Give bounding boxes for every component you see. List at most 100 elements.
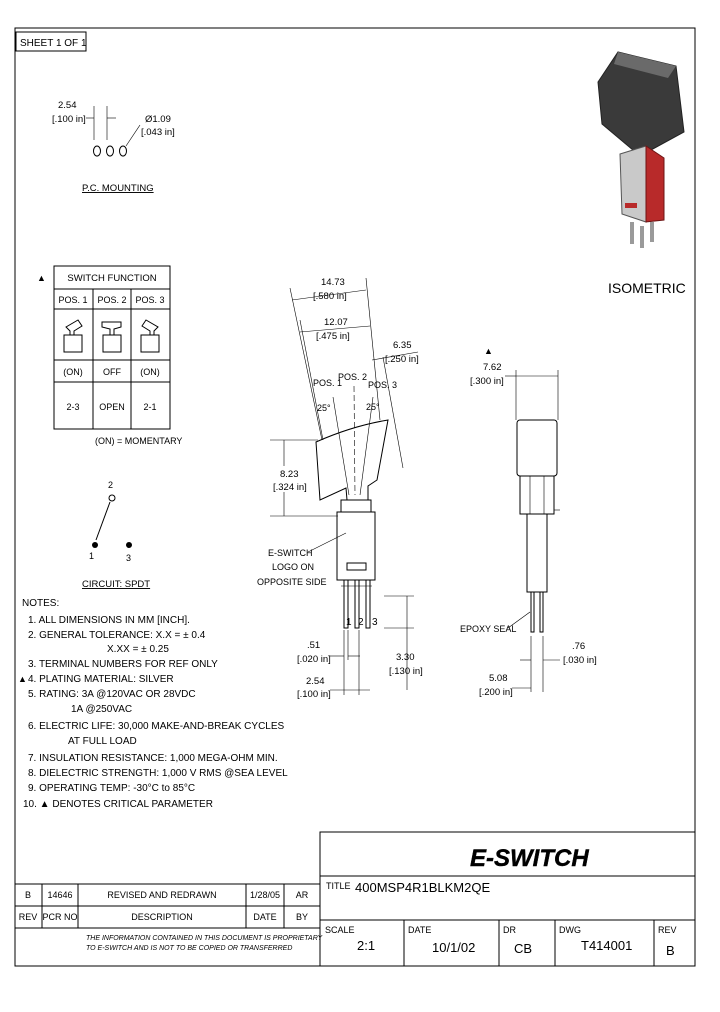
title-label: TITLE <box>326 881 351 891</box>
pc-pitch-in: [.100 in] <box>52 114 86 125</box>
pin <box>539 591 544 633</box>
front-view: 14.73 [.580 in] 12.07 [.475 in] 6.35 [.2… <box>257 277 423 700</box>
rev-cell: B <box>25 890 31 900</box>
pc-hole-dia-in: [.043 in] <box>141 127 175 138</box>
front-pin-3: 3 <box>372 617 378 628</box>
front-pin-2: 2 <box>358 617 364 628</box>
pc-hole <box>119 145 127 157</box>
note-line: 7. INSULATION RESISTANCE: 1,000 MEGA-OHM… <box>28 753 278 764</box>
state-cell: (ON) <box>140 367 160 377</box>
pin <box>354 579 360 629</box>
front-pin-width-in: [.020 in] <box>297 654 331 665</box>
by-cell: AR <box>296 890 309 900</box>
rocker-pos1-icon <box>63 319 83 353</box>
pc-hole-dia-mm: Ø1.09 <box>145 114 171 125</box>
note-line: 1A @250VAC <box>71 704 132 715</box>
rev-label: REV <box>658 925 677 935</box>
logo-note: LOGO ON <box>272 562 314 572</box>
critical-marker: ▲ <box>484 346 493 356</box>
front-inner-mm: 12.07 <box>324 317 348 328</box>
rocker-actuator <box>315 419 389 501</box>
pc-pitch-mm: 2.54 <box>58 100 77 111</box>
note-line: 9. OPERATING TEMP: -30°C to 85°C <box>28 783 195 794</box>
rocker-pos3-icon <box>140 319 160 353</box>
title-value: 400MSP4R1BLKM2QE <box>355 880 490 895</box>
sheet-border <box>14 27 696 967</box>
front-pitch-in: [.100 in] <box>297 689 331 700</box>
pc-mounting: 2.54 [.100 in] Ø1.09 [.043 in] P.C. MOUN… <box>52 100 175 194</box>
by-header: BY <box>296 912 308 922</box>
pos-3-label: POS. 3 <box>368 380 397 390</box>
proprietary-notice: THE INFORMATION CONTAINED IN THIS DOCUME… <box>86 935 324 942</box>
side-span-mm: 5.08 <box>489 673 508 684</box>
pos-header: POS. 1 <box>58 295 87 305</box>
pos-header: POS. 2 <box>97 295 126 305</box>
date-cell: 1/28/05 <box>250 890 280 900</box>
front-offset-mm: 6.35 <box>393 340 412 351</box>
front-leg-in: [.130 in] <box>389 666 423 677</box>
scale-label: SCALE <box>325 925 355 935</box>
side-width-in: [.300 in] <box>470 376 504 387</box>
proprietary-notice: TO E-SWITCH AND IS NOT TO BE COPIED OR T… <box>86 945 292 952</box>
note-line: 1. ALL DIMENSIONS IN MM [INCH]. <box>28 615 190 626</box>
front-width-mm: 14.73 <box>321 277 345 288</box>
rocker-pos2-icon <box>101 321 122 353</box>
side-width-mm: 7.62 <box>483 362 502 373</box>
front-height-mm: 8.23 <box>280 469 299 480</box>
pin <box>530 591 535 633</box>
front-pitch-mm: 2.54 <box>306 676 325 687</box>
dr-value: CB <box>514 941 532 956</box>
critical-marker: ▲ <box>37 273 46 283</box>
circuit-pin-1: 1 <box>89 551 94 561</box>
note-line: 5. RATING: 3A @120VAC OR 28VDC <box>28 689 196 700</box>
angle-right: 25° <box>366 402 380 412</box>
front-pin-1: 1 <box>346 617 352 628</box>
logo-note: E-SWITCH <box>268 548 313 558</box>
pc-mounting-label: P.C. MOUNTING <box>82 183 154 194</box>
side-span-in: [.200 in] <box>479 687 513 698</box>
circuit-pin-3: 3 <box>126 553 131 563</box>
title-block: E-SWITCH TITLE 400MSP4R1BLKM2QE SCALE 2:… <box>319 831 696 967</box>
note-line: 6. ELECTRIC LIFE: 30,000 MAKE-AND-BREAK … <box>28 721 285 732</box>
front-offset-in: [.250 in] <box>385 354 419 365</box>
side-actuator <box>516 419 558 477</box>
note-line: 4. PLATING MATERIAL: SILVER <box>28 674 174 685</box>
front-height-in: [.324 in] <box>273 482 307 493</box>
critical-marker: ▲ <box>18 674 27 684</box>
state-cell: (ON) <box>63 367 83 377</box>
date-value: 10/1/02 <box>432 940 475 955</box>
dr-label: DR <box>503 925 516 935</box>
front-leg-mm: 3.30 <box>396 652 415 663</box>
note-line: AT FULL LOAD <box>68 736 137 747</box>
company-logo: E-SWITCH <box>470 845 589 872</box>
note-line: X.XX = ± 0.25 <box>107 644 169 655</box>
pos-2-label: POS. 2 <box>338 372 367 382</box>
logo-note: OPPOSITE SIDE <box>257 577 327 587</box>
state-cell: OFF <box>103 367 121 377</box>
pcr-header: PCR NO <box>42 912 77 922</box>
isometric-label: ISOMETRIC <box>608 280 686 296</box>
note-line: 2. GENERAL TOLERANCE: X.X = ± 0.4 <box>28 630 206 641</box>
side-pin-mm: .76 <box>572 641 585 652</box>
notes-title: NOTES: <box>22 598 59 609</box>
angle-left: 25° <box>317 403 331 413</box>
circuit-diagram: 2 1 3 CIRCUIT: SPDT <box>82 480 150 590</box>
circuit-label: CIRCUIT: SPDT <box>82 579 150 590</box>
switch-function-title: SWITCH FUNCTION <box>67 273 156 284</box>
iso-body <box>645 145 665 223</box>
front-width-in: [.580 in] <box>313 291 347 302</box>
connection-cell: OPEN <box>99 402 125 412</box>
description-header: DESCRIPTION <box>131 912 193 922</box>
sheet-label-box <box>15 31 87 52</box>
pos-header: POS. 3 <box>135 295 164 305</box>
pin <box>343 579 349 629</box>
pos-1-label: POS. 1 <box>313 378 342 388</box>
revision-table: B 14646 REVISED AND REDRAWN 1/28/05 AR R… <box>14 883 324 952</box>
iso-bushing <box>619 145 647 223</box>
logo-window <box>346 562 367 571</box>
front-inner-in: [.475 in] <box>316 331 350 342</box>
side-housing <box>526 513 548 593</box>
connection-cell: 2-3 <box>66 402 79 412</box>
note-line: 10. ▲ DENOTES CRITICAL PARAMETER <box>23 799 213 810</box>
